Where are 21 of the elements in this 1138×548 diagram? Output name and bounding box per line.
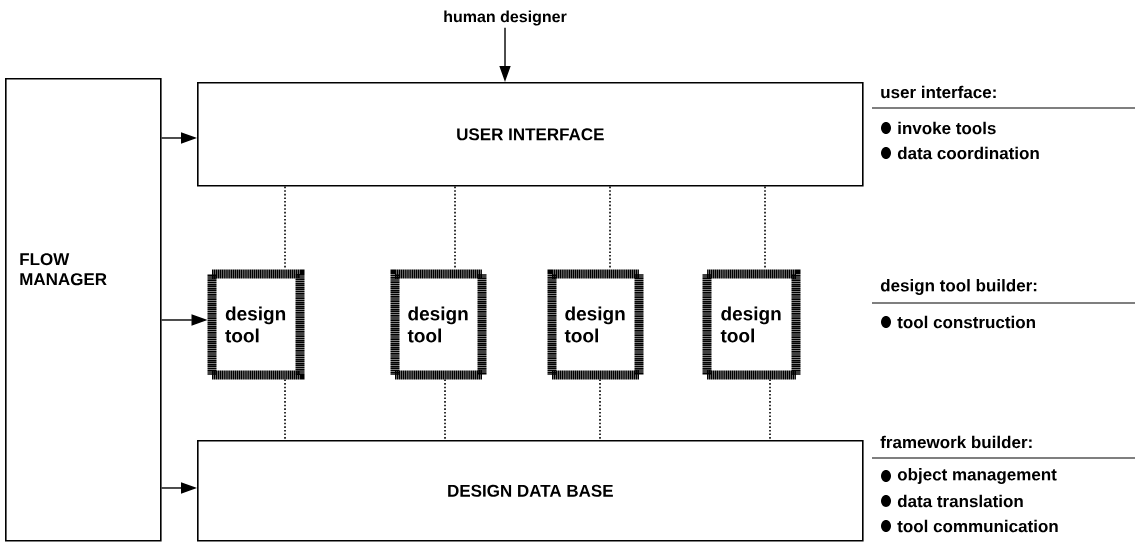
process-box: USER INTERFACE <box>197 82 864 187</box>
note-text: object management <box>897 468 1057 484</box>
note-text: data translation <box>897 494 1023 508</box>
connector-line <box>284 378 286 441</box>
connector-line <box>444 378 446 441</box>
tool-box: design tool <box>702 269 801 380</box>
tool-box: design tool <box>547 269 644 380</box>
heading: design tool builder: <box>880 279 1037 295</box>
note-text: tool construction <box>897 315 1035 329</box>
heading: framework builder: <box>880 435 1032 449</box>
process-box: DESIGN DATA BASE <box>197 440 864 542</box>
note-text: tool communication <box>897 519 1058 533</box>
note-text: data coordination <box>897 146 1039 160</box>
heading: user interface: <box>881 85 996 99</box>
connector-line <box>599 378 601 441</box>
tool-box: design tool <box>207 269 305 380</box>
process-box: FLOW MANAGER <box>5 78 162 542</box>
connector-line <box>769 378 771 441</box>
node-label: human designer <box>444 10 567 26</box>
note-text: invoke tools <box>898 121 996 135</box>
tool-box: design tool <box>390 269 487 380</box>
